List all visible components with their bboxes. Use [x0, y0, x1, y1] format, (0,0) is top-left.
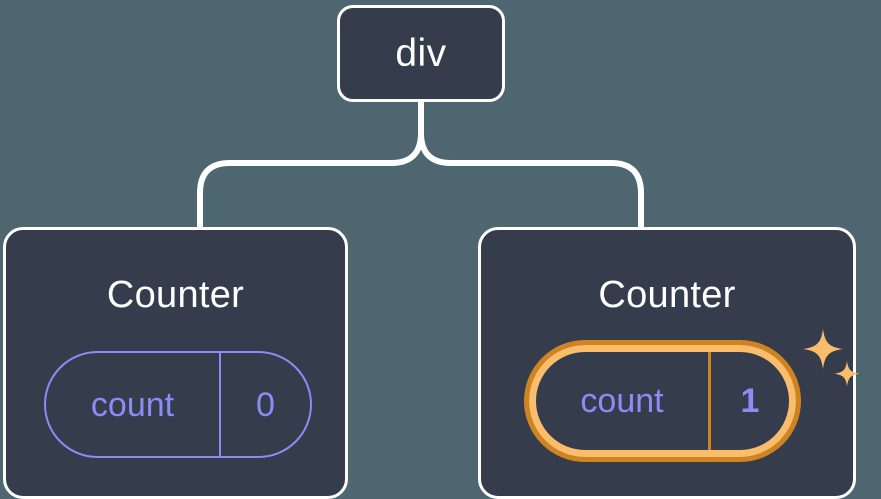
node-counter-right[interactable]: Counter count 1: [478, 227, 860, 499]
state-pill-value-label: 0: [256, 385, 275, 424]
state-pill-key-label: count: [90, 385, 175, 424]
edge-div-to-counter-right: [418, 99, 644, 230]
state-pill-count-left[interactable]: count 0: [44, 351, 312, 458]
sparkle-large-icon: [803, 329, 843, 369]
edge-div-to-counter-left: [197, 99, 424, 230]
state-pill-key-label: count: [580, 382, 664, 420]
counter-right-title: Counter: [598, 274, 736, 316]
counter-left-title: Counter: [106, 274, 245, 316]
sparkle-small-icon: [834, 361, 860, 387]
sparkles-group: [803, 329, 860, 387]
state-pill-value-cell: 1: [711, 352, 789, 450]
state-pill-value-label: 1: [740, 382, 760, 420]
state-pill-count-right-highlighted[interactable]: count 1: [524, 340, 801, 462]
state-pill-value-cell: 0: [221, 353, 310, 456]
state-pill-highlight-ring: count 1: [529, 345, 796, 457]
node-div-label: div: [395, 32, 447, 75]
state-pill-key-cell: count: [46, 353, 221, 456]
node-counter-left[interactable]: Counter count 0: [3, 227, 348, 499]
node-div[interactable]: div: [337, 5, 505, 102]
state-pill-key-cell: count: [536, 352, 711, 450]
